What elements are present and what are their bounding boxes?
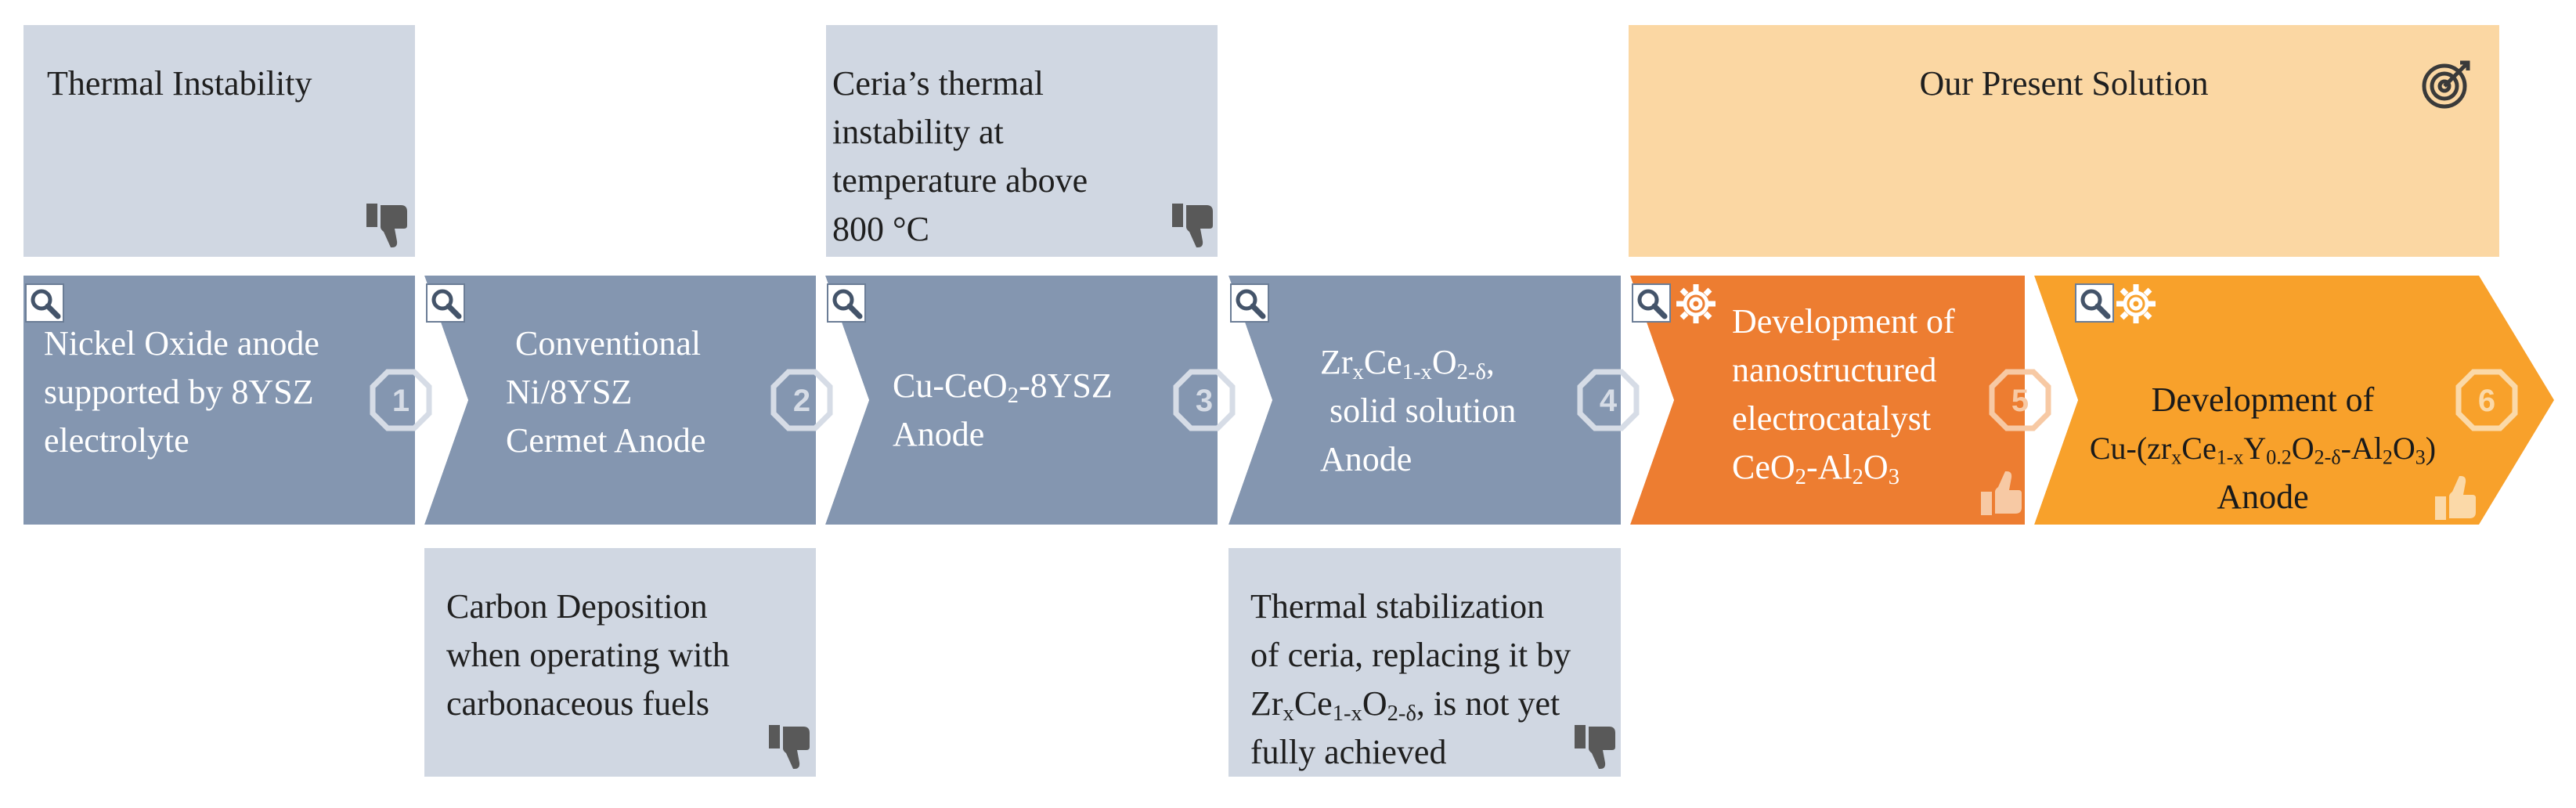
goal-box-present-solution: Our Present Solution xyxy=(1629,25,2499,257)
step-6-text: Development of Cu-(zrxCe1-xY0.2O2-δ-Al2O… xyxy=(2089,381,2437,516)
step-5-shape xyxy=(1630,276,2025,525)
problem-text: Thermal Instability xyxy=(47,64,312,103)
thumbs-up-icon xyxy=(2433,473,2479,521)
step-number-badge: 5 xyxy=(1989,369,2051,431)
problem-text: Ceria’s thermal instability at temperatu… xyxy=(832,64,1088,248)
magnifier-icon xyxy=(1632,283,1671,323)
problem-box-carbon-deposition: Carbon Deposition when operating with ca… xyxy=(424,548,816,777)
magnifier-icon xyxy=(25,283,64,323)
svg-text:4: 4 xyxy=(1600,384,1618,418)
thumbs-down-icon xyxy=(1573,723,1618,772)
step-5-text: Development of nanostructured electrocat… xyxy=(1732,302,1955,490)
svg-text:2: 2 xyxy=(793,384,810,418)
step-2-text: Conventional Ni/8YSZ Cermet Anode xyxy=(506,324,706,460)
thumbs-down-icon xyxy=(767,723,813,772)
step-2-shape xyxy=(424,276,816,525)
svg-text:3: 3 xyxy=(1196,384,1213,418)
step-number-badge: 1 xyxy=(370,369,432,431)
magnifier-icon xyxy=(827,283,866,323)
problem-box-thermal-instability: Thermal Instability xyxy=(23,25,415,257)
step-3-text: Cu-CeO2-8YSZ Anode xyxy=(893,366,1113,453)
step-number-badge: 2 xyxy=(770,369,833,431)
step-1-text: Nickel Oxide anode supported by 8YSZ ele… xyxy=(44,324,319,460)
svg-text:1: 1 xyxy=(392,384,409,418)
problem-text: Carbon Deposition when operating with ca… xyxy=(446,587,730,723)
step-6-shape xyxy=(2034,276,2554,525)
magnifier-icon xyxy=(426,283,465,323)
step-number-badge: 3 xyxy=(1173,369,1236,431)
magnifier-icon xyxy=(1230,283,1269,323)
problem-box-thermal-stabilization: Thermal stabilization of ceria, replacin… xyxy=(1228,548,1621,777)
magnifier-icon xyxy=(2075,283,2114,323)
step-3-shape xyxy=(825,276,1218,525)
goal-title: Our Present Solution xyxy=(1919,64,2209,103)
problem-box-ceria-instability: Ceria’s thermal instability at temperatu… xyxy=(826,25,1218,257)
step-number-badge: 6 xyxy=(2455,369,2518,431)
gear-icon xyxy=(1674,282,1718,326)
problem-text: Thermal stabilization of ceria, replacin… xyxy=(1250,587,1571,771)
step-4-shape xyxy=(1228,276,1621,525)
thumbs-up-icon xyxy=(1979,468,2025,517)
svg-text:6: 6 xyxy=(2478,384,2495,418)
svg-text:5: 5 xyxy=(2011,384,2029,418)
step-number-badge: 4 xyxy=(1577,369,1640,431)
step-4-text: ZrxCe1-xO2-δ, solid solution Anode xyxy=(1320,343,1517,478)
gear-icon xyxy=(2114,282,2158,326)
step-1-shape xyxy=(23,276,415,525)
